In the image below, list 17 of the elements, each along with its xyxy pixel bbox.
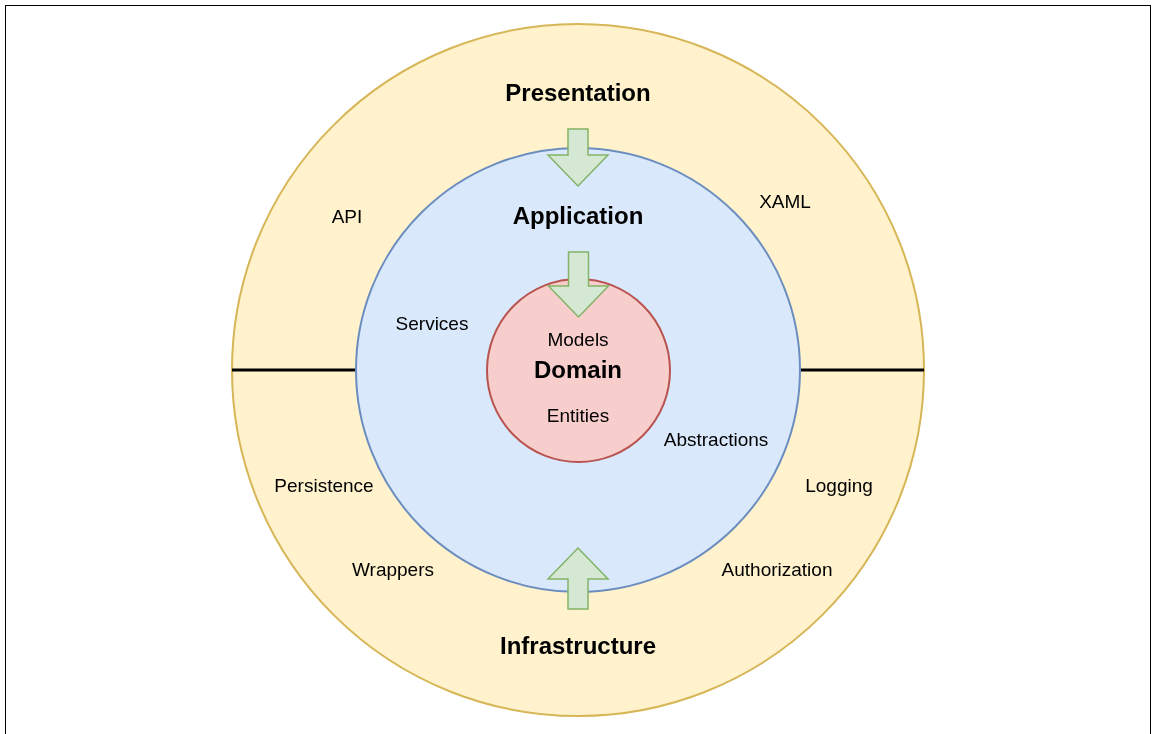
layer-title: Domain: [534, 356, 622, 384]
layer-item-label: API: [331, 206, 363, 228]
layer-item-label: Models: [547, 329, 609, 351]
block-arrow: [546, 251, 611, 319]
layer-title: Infrastructure: [500, 632, 656, 660]
layer-item-label: Wrappers: [352, 559, 434, 581]
layer-item-label: Entities: [546, 405, 610, 427]
layer-title: Presentation: [505, 79, 651, 107]
layer-item-label: Authorization: [721, 559, 833, 581]
layer-item-label: XAML: [759, 191, 811, 213]
layer-item-label: Persistence: [274, 475, 374, 497]
layer-item-label: Logging: [805, 475, 873, 497]
block-arrow: [546, 546, 610, 610]
layer-item-label: Services: [395, 313, 469, 335]
block-arrow: [546, 128, 610, 188]
layer-title: Application: [512, 202, 644, 230]
layer-item-label: Abstractions: [663, 429, 769, 451]
